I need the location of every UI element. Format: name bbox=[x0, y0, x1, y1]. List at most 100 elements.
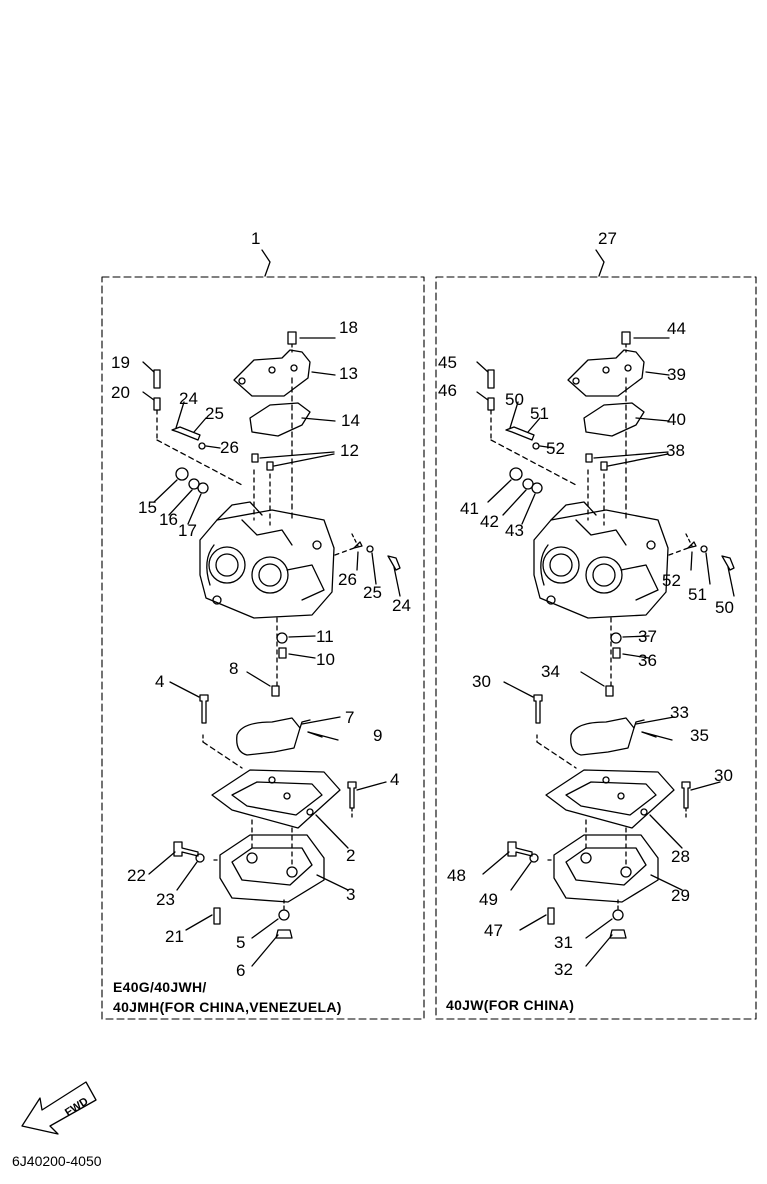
top-cover bbox=[567, 349, 645, 397]
callout-left: 16 bbox=[159, 510, 178, 529]
leader-line bbox=[301, 417, 336, 422]
screw-hole bbox=[572, 377, 580, 385]
leader-line bbox=[259, 451, 335, 459]
callout-left: 8 bbox=[229, 659, 239, 678]
callout-left: 18 bbox=[339, 318, 358, 337]
mounting-screw bbox=[199, 694, 209, 724]
boss bbox=[286, 866, 298, 878]
carburetor-bore bbox=[592, 563, 616, 587]
callout-left: 6 bbox=[236, 961, 246, 980]
leader-line bbox=[205, 445, 221, 449]
leader-line bbox=[307, 731, 323, 738]
callout-left: 21 bbox=[165, 927, 184, 946]
callout-left: 10 bbox=[316, 650, 335, 669]
leader-line bbox=[622, 653, 650, 659]
callout-right: 35 bbox=[690, 726, 709, 745]
leader-line bbox=[288, 635, 316, 638]
cover-gasket bbox=[249, 402, 311, 437]
callout-left: 24 bbox=[392, 596, 411, 615]
screw bbox=[487, 397, 495, 411]
screw-hole bbox=[238, 377, 246, 385]
leader-line bbox=[539, 445, 555, 449]
mounting-screw bbox=[533, 694, 543, 724]
callout-right: 40 bbox=[667, 410, 686, 429]
float-chamber-inner bbox=[231, 847, 313, 886]
leader-line bbox=[519, 914, 547, 931]
drain-plug bbox=[275, 929, 293, 939]
callout-right: 49 bbox=[479, 890, 498, 909]
fuel-nipple bbox=[287, 331, 297, 345]
assembly-bracket bbox=[595, 249, 605, 277]
callout-left: 2 bbox=[346, 846, 356, 865]
drain-jet bbox=[271, 685, 280, 697]
leader-line bbox=[393, 566, 401, 597]
washer bbox=[522, 478, 534, 490]
leader-line bbox=[668, 547, 689, 556]
leader-line bbox=[521, 493, 536, 525]
leader-line bbox=[650, 874, 683, 891]
leader-line bbox=[251, 934, 279, 967]
leader-line bbox=[153, 479, 178, 503]
callout-left: 24 bbox=[179, 389, 198, 408]
leader-line bbox=[371, 552, 377, 585]
callout-left: 5 bbox=[236, 933, 246, 952]
leader-line bbox=[334, 547, 355, 556]
callout-left: 4 bbox=[390, 770, 400, 789]
leader-line bbox=[476, 361, 489, 373]
leader-line bbox=[148, 851, 176, 875]
washer bbox=[612, 909, 624, 921]
float-chamber-inner bbox=[565, 847, 647, 886]
callout-right: 46 bbox=[438, 381, 457, 400]
callout-right: 36 bbox=[638, 651, 657, 670]
carburetor-bore bbox=[585, 556, 623, 594]
o-ring bbox=[198, 442, 206, 450]
callout-right: 51 bbox=[688, 585, 707, 604]
callout-right: 42 bbox=[480, 512, 499, 531]
leader-line bbox=[690, 551, 693, 571]
boss bbox=[620, 866, 632, 878]
leader-line bbox=[607, 453, 669, 467]
leader-line bbox=[527, 417, 541, 433]
callout-left: 17 bbox=[178, 521, 197, 540]
main-jet bbox=[610, 632, 622, 644]
leader-line bbox=[593, 451, 669, 459]
leader-line bbox=[585, 918, 613, 939]
leader-line bbox=[705, 552, 711, 585]
float bbox=[236, 717, 301, 756]
leader-line bbox=[502, 489, 527, 516]
mounting-screw bbox=[681, 781, 691, 809]
leader-line bbox=[351, 533, 359, 547]
choke-linkage bbox=[241, 519, 293, 546]
leader-line bbox=[301, 716, 341, 725]
panel-frame bbox=[435, 276, 757, 1020]
leader-line bbox=[187, 493, 202, 525]
pilot-screw bbox=[721, 555, 735, 571]
callout-right: 38 bbox=[666, 441, 685, 460]
callout-left: 19 bbox=[111, 353, 130, 372]
callout-right: 43 bbox=[505, 521, 524, 540]
callout-right: 34 bbox=[541, 662, 560, 681]
callout-left: 11 bbox=[316, 627, 334, 646]
callout-left: 13 bbox=[339, 364, 358, 383]
leader-line bbox=[580, 671, 605, 687]
callout-right: 31 bbox=[554, 933, 573, 952]
callout-left: 14 bbox=[341, 411, 360, 430]
washer bbox=[278, 909, 290, 921]
drain-screw bbox=[547, 907, 555, 925]
gasket-cutout bbox=[231, 781, 323, 816]
panel-caption-right: 40JW(FOR CHINA) bbox=[446, 995, 574, 1015]
main-nozzle bbox=[278, 647, 287, 659]
leader-line bbox=[175, 401, 185, 429]
carburetor-body bbox=[216, 501, 263, 521]
leader-line bbox=[510, 861, 532, 891]
callout-right: 30 bbox=[472, 672, 491, 691]
chamber-screw bbox=[507, 841, 533, 857]
washer bbox=[529, 853, 539, 863]
screw-hole bbox=[290, 364, 298, 372]
leader-line bbox=[156, 439, 243, 486]
leader-line bbox=[185, 914, 213, 931]
leader-line bbox=[288, 653, 316, 659]
leader-line bbox=[503, 681, 534, 698]
leader-line bbox=[273, 453, 335, 467]
